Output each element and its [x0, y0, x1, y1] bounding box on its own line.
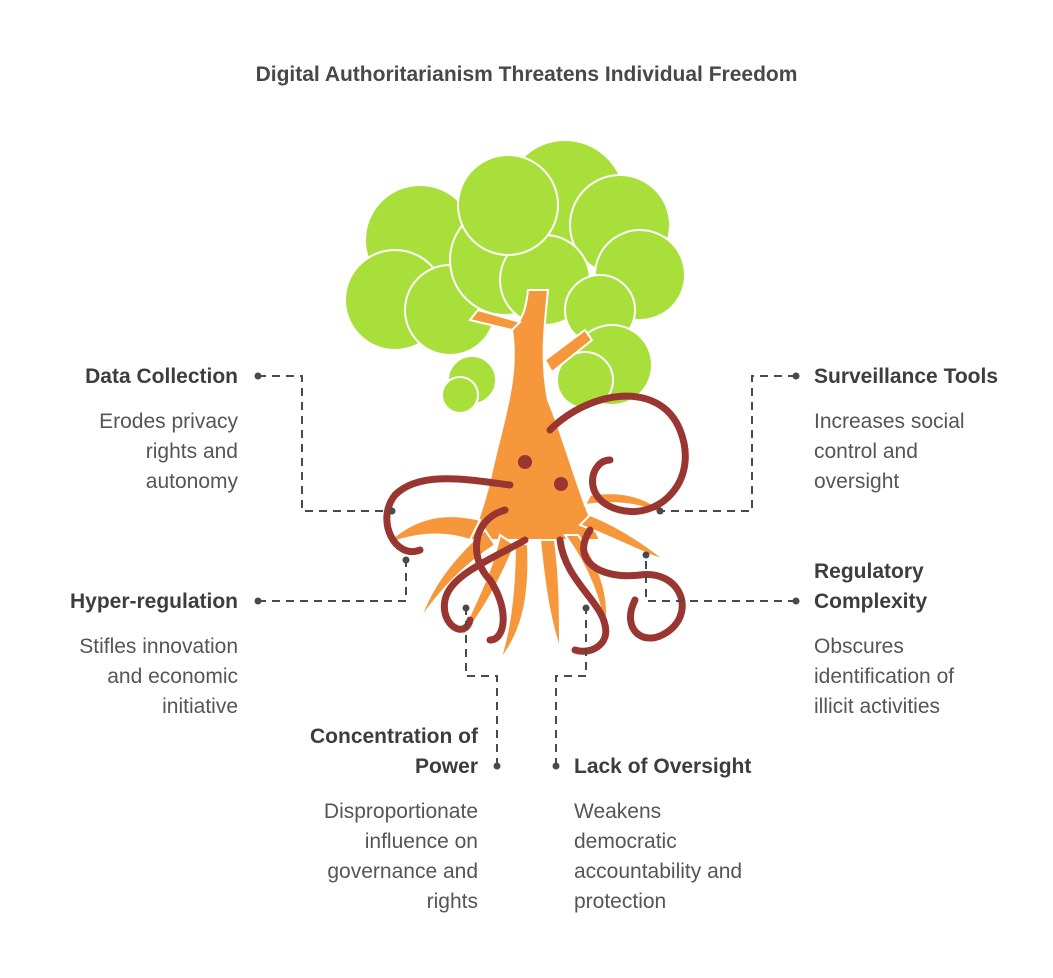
item-heading: Regulatory Complexity: [814, 560, 928, 613]
item-description: Stifles innovation and economic initiati…: [79, 635, 238, 718]
connector-dot: [402, 556, 410, 564]
connector-dot: [792, 597, 800, 605]
item-surveillance-tools: Surveillance Tools Increases social cont…: [814, 362, 998, 497]
item-heading: Data Collection: [85, 365, 238, 388]
tree-eyes: [518, 455, 568, 491]
item-heading: Surveillance Tools: [814, 365, 999, 388]
connector-dot: [493, 762, 501, 770]
tree-trunk: [384, 289, 671, 661]
item-heading: Concentration of Power: [310, 725, 478, 778]
connectors: [258, 375, 796, 766]
connector-concentration-of-power: [465, 608, 498, 766]
item-description: Increases social control and oversight: [814, 410, 965, 493]
connector-dot: [254, 597, 262, 605]
item-hyper-regulation: Hyper-regulation Stifles innovation and …: [70, 587, 238, 722]
item-heading: Lack of Oversight: [574, 755, 752, 778]
connector-lack-of-oversight: [555, 608, 587, 766]
item-description: Obscures identification of illicit activ…: [814, 635, 955, 718]
connector-dot: [582, 604, 590, 612]
connector-regulatory-complexity: [645, 555, 796, 602]
connector-dots: [254, 372, 800, 770]
connector-surveillance-tools: [660, 375, 796, 512]
connector-dot: [642, 551, 650, 559]
connector-dot: [254, 372, 262, 380]
connector-dot: [792, 372, 800, 380]
item-description: Erodes privacy rights and autonomy: [99, 410, 238, 493]
item-heading: Hyper-regulation: [69, 590, 238, 613]
item-description: Disproportionate influence on governance…: [323, 800, 478, 913]
connector-dot: [388, 507, 396, 515]
connector-dot: [552, 762, 560, 770]
item-lack-of-oversight: Lack of Oversight Weakens democratic acc…: [574, 752, 751, 917]
item-regulatory-complexity: Regulatory Complexity Obscures identific…: [814, 557, 954, 722]
item-description: Weakens democratic accountability and pr…: [574, 800, 743, 913]
item-data-collection: Data Collection Erodes privacy rights an…: [85, 362, 238, 497]
connector-data-collection: [258, 375, 392, 512]
tree-tentacles: [383, 392, 689, 655]
tree-canopy: [344, 139, 686, 414]
diagram-title: Digital Authoritarianism Threatens Indiv…: [255, 63, 798, 86]
connector-dot: [656, 507, 664, 515]
connector-hyper-regulation: [258, 560, 407, 602]
item-concentration-of-power: Concentration of Power Disproportionate …: [310, 722, 478, 917]
connector-dot: [462, 604, 470, 612]
